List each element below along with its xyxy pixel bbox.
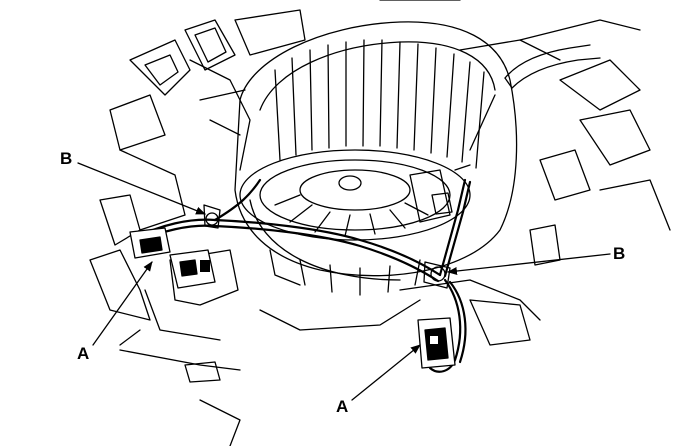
leader-b-right bbox=[447, 253, 611, 275]
clip-b-left bbox=[203, 204, 221, 229]
connector-a-left bbox=[129, 227, 216, 289]
leader-a-right bbox=[351, 344, 421, 401]
callout-a-right: A bbox=[336, 397, 349, 416]
blower-motor-housing bbox=[234, 21, 518, 296]
housing-structure bbox=[89, 0, 671, 446]
clip-b-right bbox=[423, 261, 451, 289]
motor-bracket bbox=[409, 164, 471, 223]
callout-a-left: A bbox=[77, 344, 90, 363]
leader-lines bbox=[77, 162, 611, 401]
connector-a-right bbox=[417, 317, 456, 369]
leader-b-left bbox=[77, 162, 206, 215]
callout-b-left: B bbox=[60, 149, 73, 168]
leader-a-left bbox=[92, 261, 153, 346]
callout-b-right: B bbox=[613, 244, 626, 263]
tool-icon bbox=[469, 44, 601, 151]
